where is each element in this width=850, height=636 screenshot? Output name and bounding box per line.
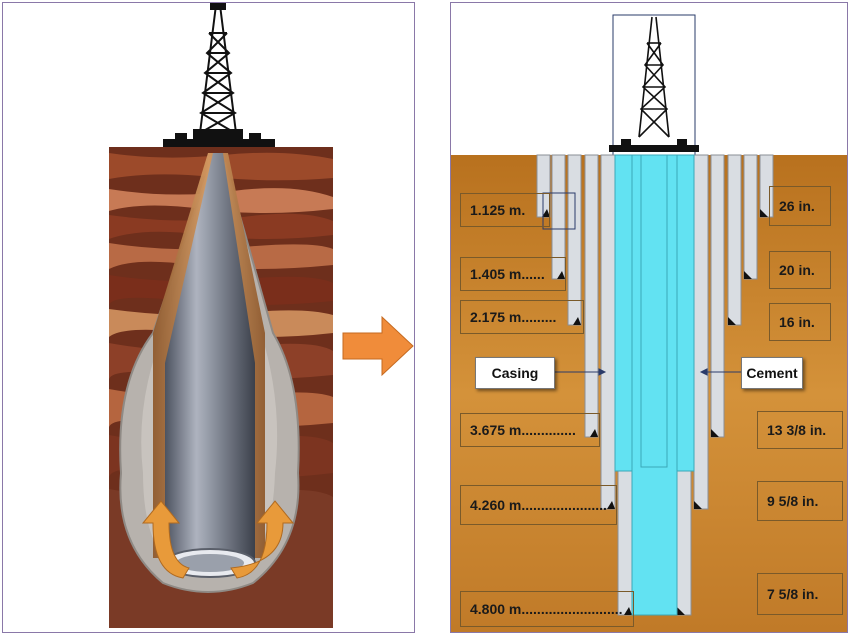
size-label-16: 16 in. (769, 303, 831, 341)
cement-columns (614, 154, 695, 616)
casing-schematic (451, 14, 847, 632)
cement-callout: Cement (741, 357, 803, 389)
steel-casing-pipe (165, 153, 255, 563)
depth-label-5: 4.260 m...................... (460, 485, 617, 525)
schematic-derrick (638, 16, 670, 138)
wellbore-illustration (109, 3, 333, 628)
casing-callout: Casing (475, 357, 555, 389)
size-label-20: 20 in. (769, 251, 831, 289)
derrick-box (612, 14, 696, 156)
size-label-26: 26 in. (769, 186, 831, 226)
size-label-13-3-8: 13 3/8 in. (757, 411, 843, 449)
flow-arrows (141, 500, 295, 579)
depth-label-1: 1.125 m. (460, 193, 550, 227)
depth-label-4: 3.675 m.............. (460, 413, 600, 447)
size-label-7-5-8: 7 5/8 in. (757, 573, 843, 615)
drilling-derrick (199, 3, 237, 134)
casing-shoes (542, 209, 768, 615)
left-illustration-panel (2, 2, 415, 633)
size-label-9-5-8: 9 5/8 in. (757, 481, 843, 521)
rig-platform (163, 129, 275, 147)
depth-label-3: 2.175 m......... (460, 300, 584, 334)
right-schematic-panel: 1.125 m. 1.405 m...... 2.175 m......... … (450, 2, 848, 633)
depth-label-2: 1.405 m...... (460, 257, 566, 291)
callout-arrows (555, 368, 741, 376)
depth-label-6: 4.800 m.......................... (460, 591, 634, 627)
